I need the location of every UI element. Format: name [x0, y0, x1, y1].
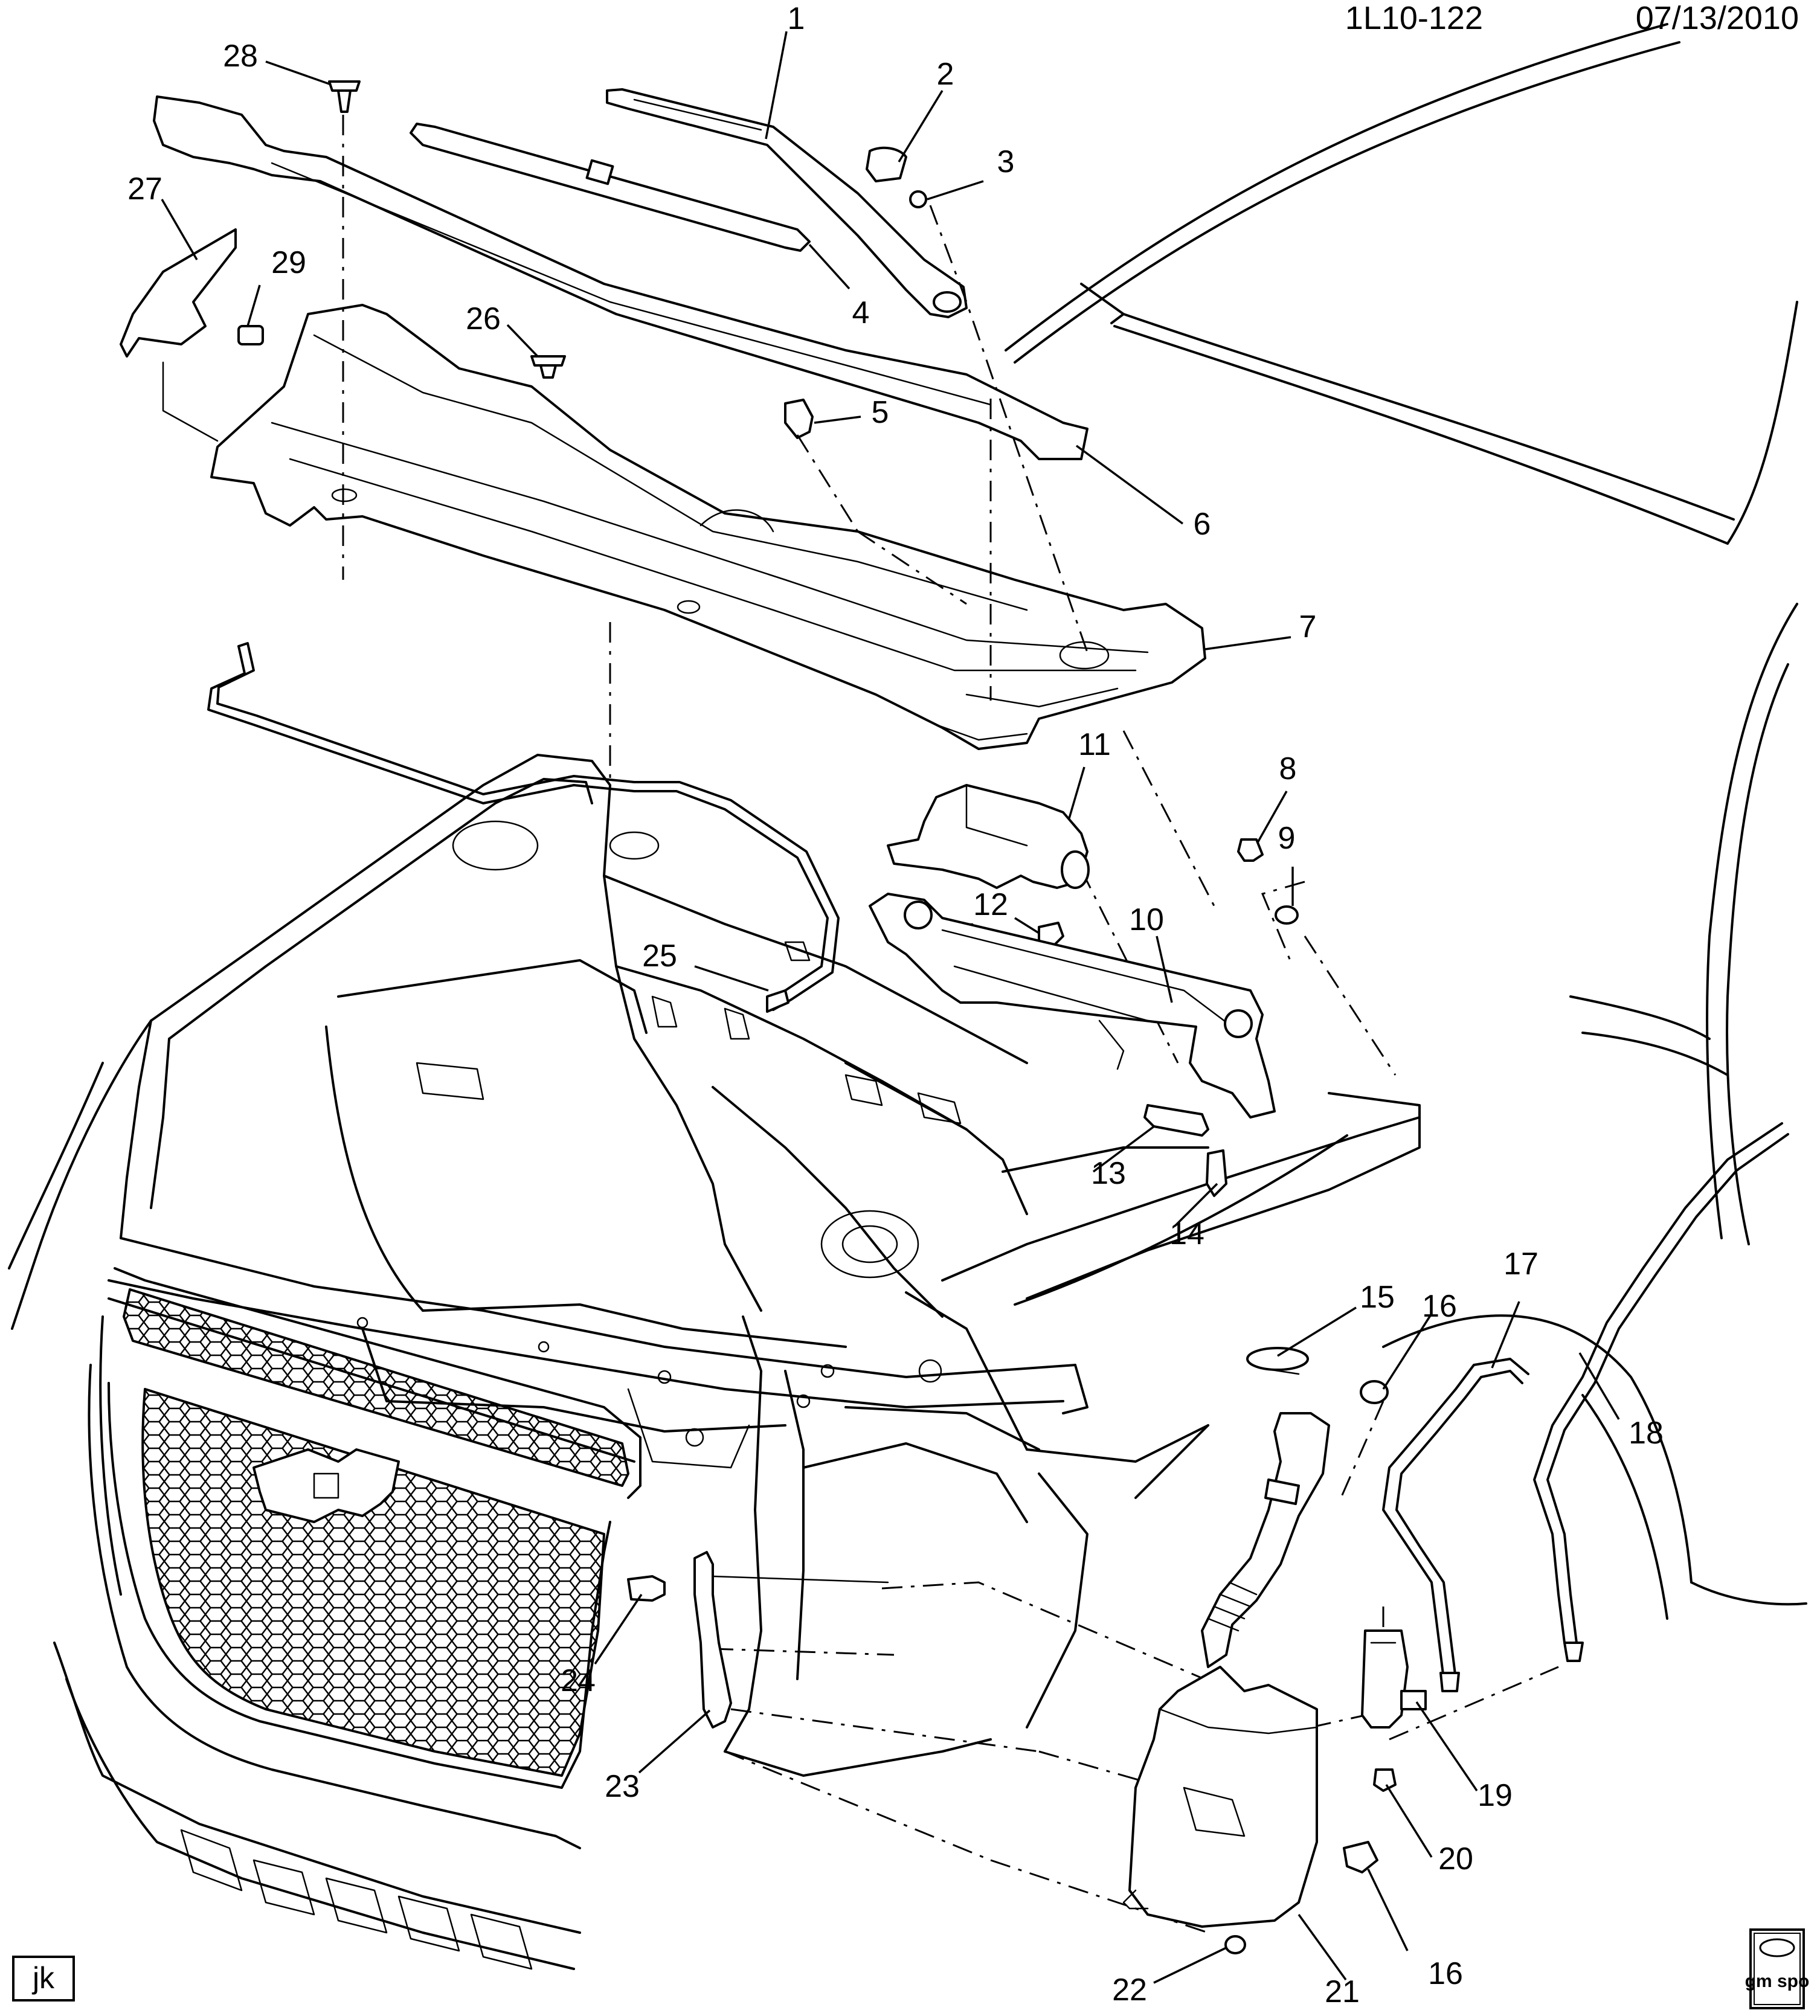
cowl-push-pin	[530, 355, 566, 379]
callout-7: 7	[1299, 609, 1317, 644]
callout-16-bottom: 16	[1428, 1956, 1463, 1991]
wiper-motor	[887, 784, 1090, 889]
cowl-panel	[210, 304, 1206, 750]
callout-29: 29	[271, 245, 306, 280]
callout-26: 26	[466, 301, 501, 336]
callout-13: 13	[1091, 1156, 1126, 1191]
callout-4: 4	[852, 295, 870, 330]
pump-seal-20	[1373, 1768, 1397, 1792]
wiper-arm	[606, 88, 968, 318]
callout-19: 19	[1478, 1778, 1513, 1813]
callout-14: 14	[1169, 1216, 1204, 1251]
engine-bay	[8, 754, 1421, 1777]
end-cap-27	[120, 228, 237, 358]
filler-cap-15	[1246, 1347, 1309, 1375]
callout-12: 12	[973, 887, 1008, 922]
callout-15: 15	[1360, 1280, 1395, 1315]
retainer-clip-28	[328, 80, 361, 113]
nut-22	[1224, 1935, 1246, 1954]
callout-6: 6	[1194, 507, 1211, 542]
callouts: 1 2 3 4 5 6 7 8 9 10 11 12 13 14 15 16 1…	[127, 1, 1664, 2009]
callout-11: 11	[1078, 727, 1111, 762]
callout-9: 9	[1278, 821, 1296, 856]
grommet-16-bottom	[1343, 1841, 1378, 1873]
callout-22: 22	[1112, 1973, 1147, 2008]
reservoir-bracket	[693, 1551, 889, 1729]
callout-1: 1	[788, 1, 805, 36]
callout-24: 24	[561, 1663, 596, 1698]
bolt-8	[1237, 838, 1264, 862]
diagram-code: 1L10-122	[1345, 0, 1483, 36]
gm-spo-logo-text: gm spo	[1745, 1971, 1810, 1991]
callout-20: 20	[1438, 1841, 1473, 1876]
artist-initials-box: jk	[12, 1956, 75, 2002]
filler-neck	[1201, 1412, 1330, 1668]
callout-17: 17	[1503, 1247, 1539, 1282]
bolt-29	[237, 325, 264, 345]
callout-27: 27	[127, 172, 162, 207]
fender-outline	[1014, 603, 1807, 1620]
grommet-9	[1275, 905, 1299, 925]
bolt-14	[1206, 1149, 1227, 1197]
washer-reservoir	[1122, 1666, 1318, 1928]
wiper-arm-cap	[866, 146, 907, 182]
callout-10: 10	[1129, 902, 1164, 937]
washer-pump	[1361, 1629, 1427, 1729]
gm-spo-logo: gm spo	[1745, 1928, 1810, 2009]
bracket-13	[1143, 1104, 1209, 1137]
bolt-24	[627, 1575, 666, 1602]
wiper-arm-nut	[909, 190, 927, 208]
callout-2: 2	[937, 57, 954, 92]
wiper-linkage	[869, 893, 1276, 1119]
washer-hose-25	[207, 642, 840, 1013]
callout-23: 23	[605, 1769, 640, 1804]
callout-3: 3	[997, 144, 1015, 179]
leader-lines	[161, 31, 1620, 1984]
washer-hose-17	[1382, 1358, 1529, 1692]
callout-21: 21	[1325, 1974, 1360, 2009]
front-structure	[108, 1237, 1088, 1469]
callout-18: 18	[1629, 1416, 1664, 1451]
wiper-rod-panel	[153, 95, 1088, 460]
artist-initials: jk	[31, 1961, 55, 1995]
washer-hose-18	[1533, 1122, 1789, 1662]
callout-16-top: 16	[1422, 1289, 1457, 1324]
grommet-16-top	[1360, 1380, 1389, 1404]
diagram-date: 07/13/2010	[1636, 0, 1799, 36]
washer-nozzle	[784, 399, 814, 439]
callout-28: 28	[223, 39, 258, 74]
front-fascia	[53, 1267, 642, 1970]
wiper-blade	[410, 123, 811, 252]
callout-25: 25	[642, 939, 677, 974]
callout-8: 8	[1279, 751, 1297, 786]
callout-5: 5	[872, 395, 889, 430]
windshield-outline	[1005, 23, 1798, 545]
